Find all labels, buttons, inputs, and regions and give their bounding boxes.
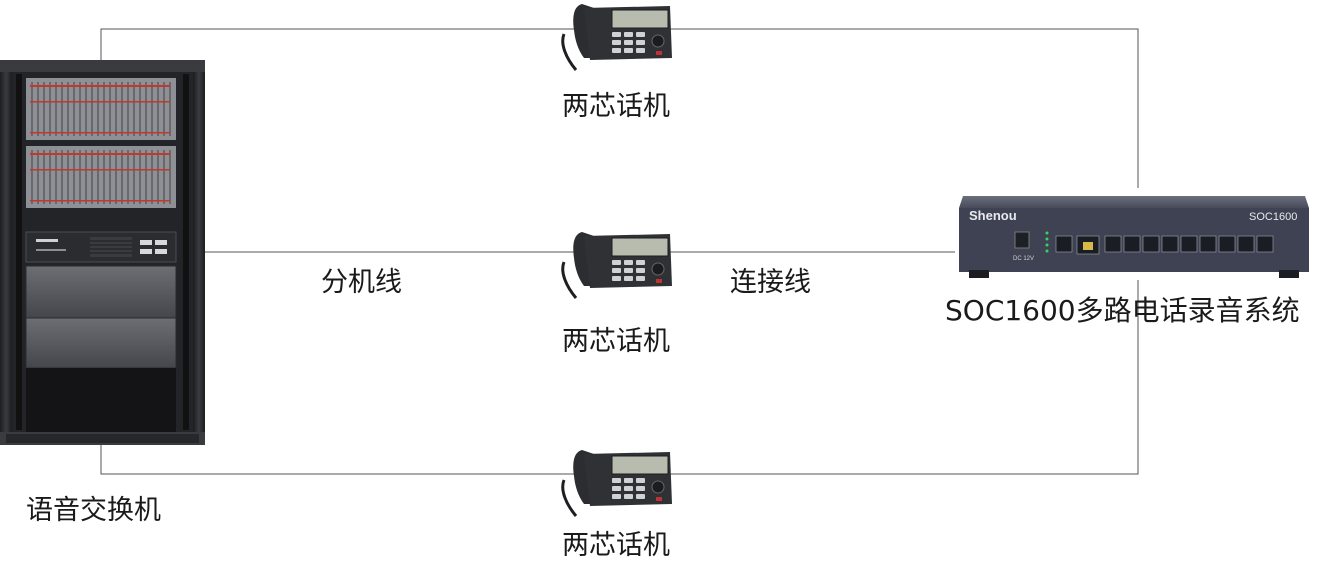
- phone-top-label: 两芯话机: [562, 91, 670, 122]
- desk-phone-icon: [561, 450, 672, 517]
- power-label: DC 12V: [1013, 256, 1034, 262]
- soc1600-recorder: Shenou SOC1600 DC 12V: [955, 188, 1313, 280]
- phone-middle-label: 两芯话机: [562, 326, 670, 357]
- server-rack-icon: [0, 60, 205, 445]
- desk-phone-icon: [561, 4, 672, 71]
- device-model: SOC1600: [1249, 211, 1297, 223]
- phone-bottom-label: 两芯话机: [562, 530, 670, 561]
- phone-middle: [560, 228, 674, 306]
- voice-switch-cabinet: [0, 60, 205, 445]
- recorder-device-icon: Shenou SOC1600 DC 12V: [959, 196, 1309, 278]
- switch-label: 语音交换机: [26, 495, 161, 526]
- phone-bottom: [560, 446, 674, 524]
- desk-phone-icon: [561, 232, 672, 299]
- device-brand: Shenou: [969, 208, 1017, 223]
- extension-line-label: 分机线: [321, 267, 402, 298]
- recorder-label: SOC1600多路电话录音系统: [945, 294, 1300, 327]
- phone-top: [560, 0, 674, 78]
- connection-line-label: 连接线: [730, 267, 811, 298]
